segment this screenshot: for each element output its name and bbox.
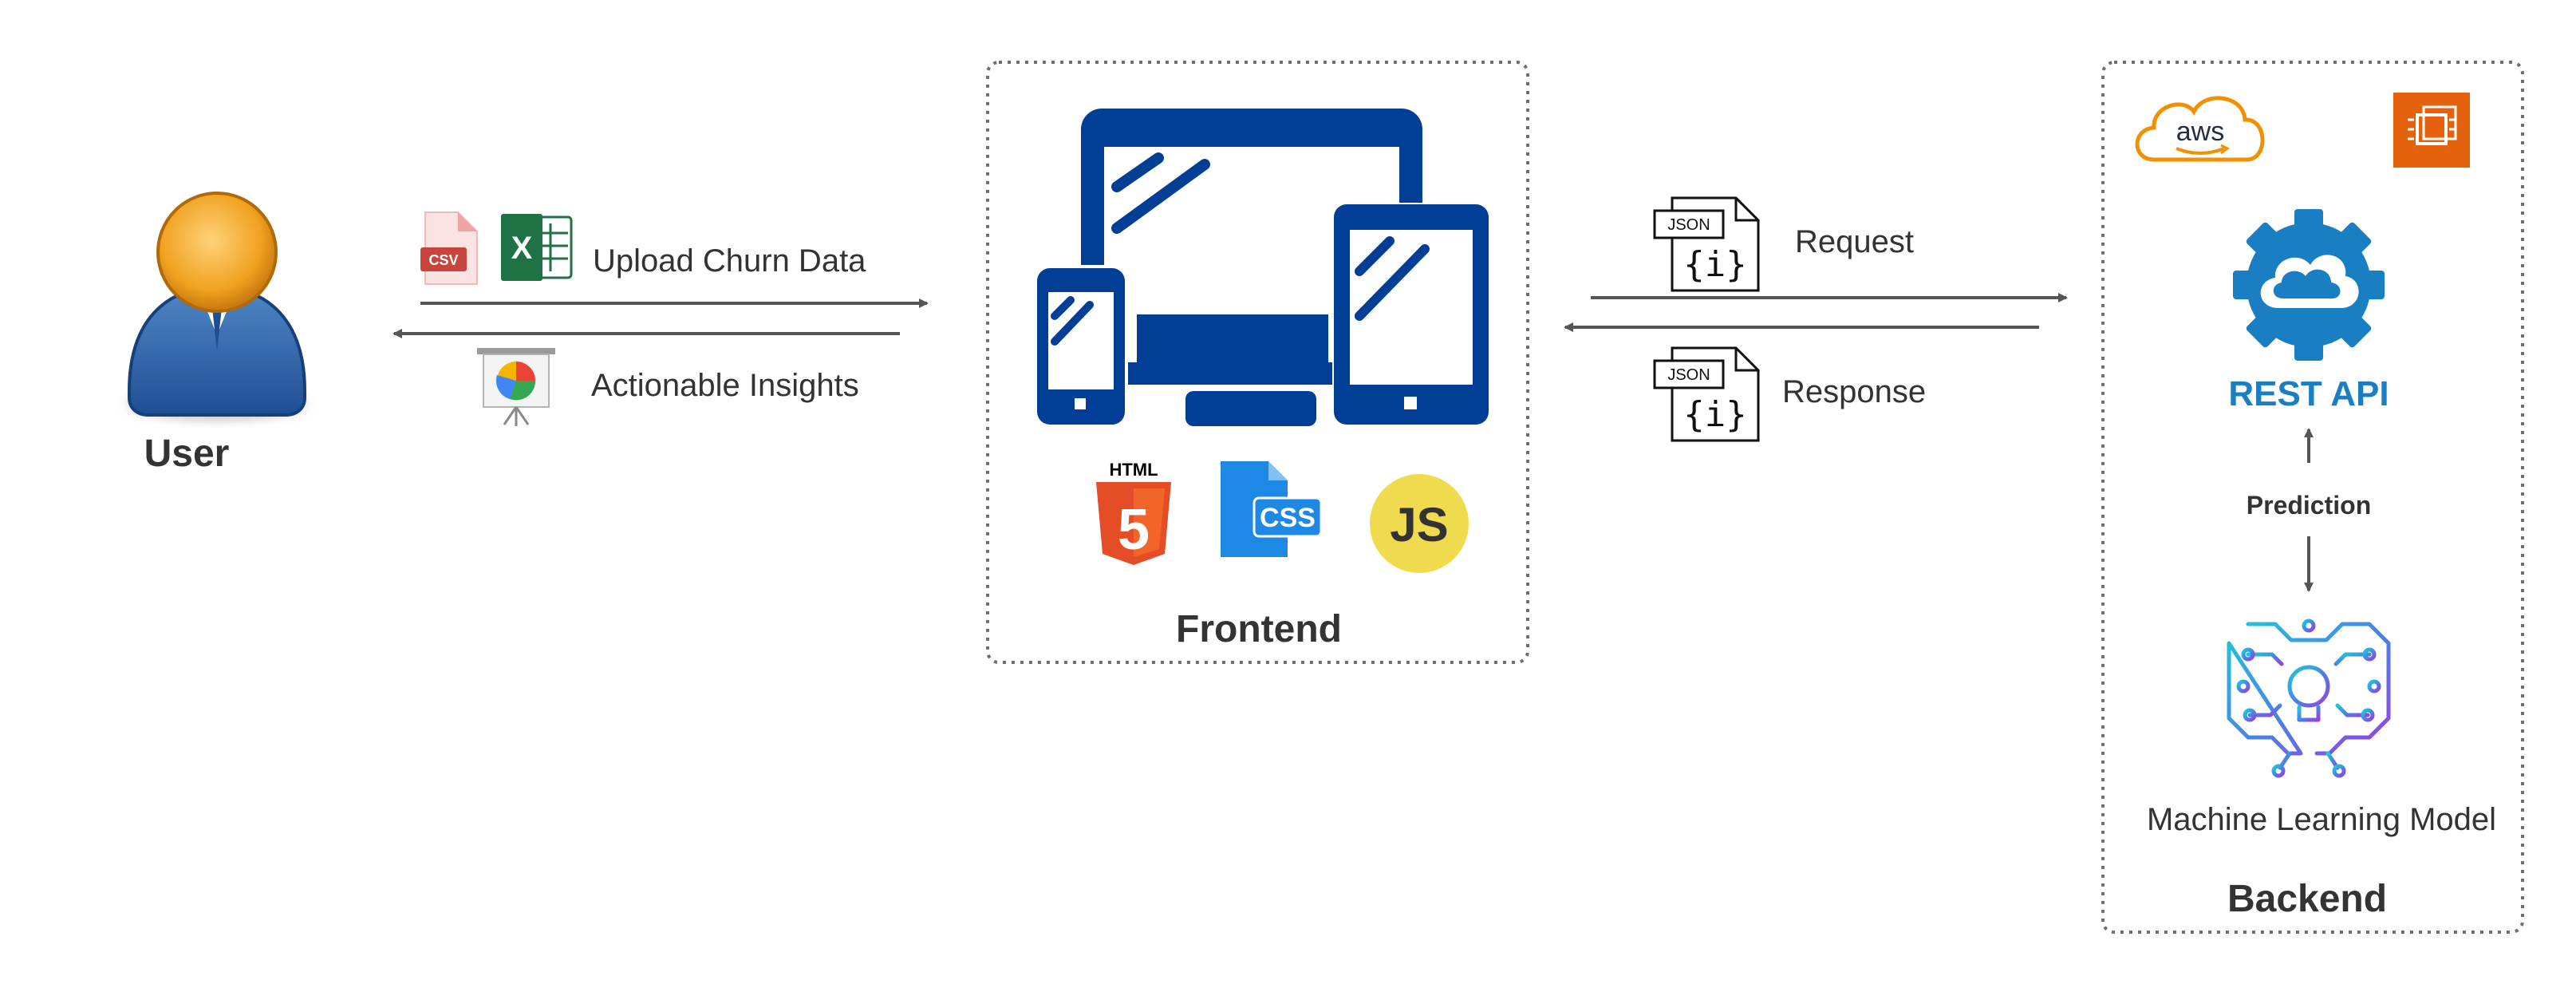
csv-file-icon: CSV [420, 211, 478, 285]
frontend-label: Frontend [1176, 608, 1342, 650]
json-response-file-icon: JSON {i} [1653, 346, 1760, 442]
request-json-tag: JSON [1667, 216, 1710, 234]
aws-text: aws [2176, 117, 2224, 147]
rest-api-gear-icon [2233, 209, 2385, 361]
ml-model-label: Machine Learning Model [2147, 802, 2496, 837]
request-label: Request [1795, 224, 1914, 259]
response-json-glyph: {i} [1683, 394, 1746, 435]
backend-label: Backend [2227, 878, 2387, 920]
request-json-glyph: {i} [1683, 244, 1746, 285]
javascript-icon: JS [1370, 474, 1469, 573]
css-file-icon: CSS [1221, 461, 1323, 557]
csv-badge-text: CSV [428, 252, 458, 268]
frontend-container [986, 61, 1529, 664]
js-badge-text: JS [1390, 498, 1448, 551]
html5-icon: HTML 5 [1096, 460, 1171, 565]
css-badge-text: CSS [1260, 503, 1316, 533]
excel-icon: X [501, 214, 573, 281]
user-icon [128, 192, 306, 421]
devices-icon [1034, 109, 1490, 426]
backend-container [2101, 61, 2524, 934]
actionable-insights-label: Actionable Insights [591, 368, 859, 403]
user-label: User [144, 433, 230, 475]
prediction-label: Prediction [2247, 491, 2371, 520]
html-digit: 5 [1118, 498, 1150, 562]
upload-churn-data-label: Upload Churn Data [593, 243, 866, 279]
ec2-instance-icon [2393, 93, 2470, 168]
presentation-chart-icon [477, 348, 555, 426]
html-badge-text: HTML [1109, 460, 1158, 480]
machine-learning-brain-icon [2227, 619, 2391, 778]
response-label: Response [1782, 374, 1926, 409]
aws-cloud-icon: aws [2135, 96, 2265, 162]
excel-letter: X [511, 231, 533, 266]
json-request-file-icon: JSON {i} [1653, 196, 1760, 292]
rest-api-label: REST API [2228, 374, 2389, 413]
response-json-tag: JSON [1667, 366, 1710, 384]
